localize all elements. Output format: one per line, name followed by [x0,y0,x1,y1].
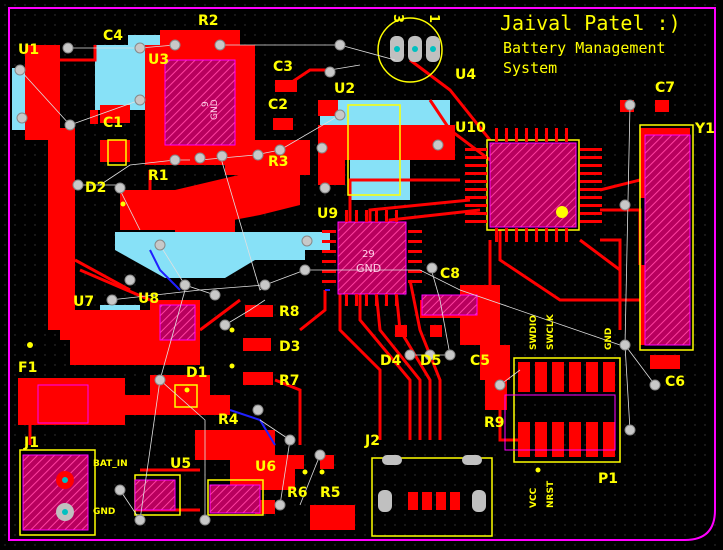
j1-pads [56,471,74,521]
label-U9: U9 [317,206,338,222]
vias [14,39,661,526]
label-U4: U4 [455,67,476,83]
label-R6: R6 [287,485,308,501]
label-Y1: Y1 [694,121,715,137]
u3-pin-mark: 9 [201,101,211,107]
label-R7: R7 [279,373,300,389]
label-U10: U10 [455,120,486,136]
u9-pin-mark: 29 [362,249,375,260]
label-U6: U6 [255,459,276,475]
nrst-label: NRST [546,480,556,508]
label-F1: F1 [18,360,37,376]
gnd-label-p1: GND [604,328,614,350]
label-R2: R2 [198,13,219,29]
u4-pads [390,36,440,62]
vcc-label: VCC [529,487,539,508]
board-subtitle-2: System [503,59,557,77]
swdio-label: SWDIO [529,315,539,350]
u9-pins [322,210,422,306]
gnd-label-j1: GND [93,507,115,517]
u3-gnd-mark: GND [210,99,220,120]
label-C4: C4 [103,28,123,44]
label-D5: D5 [420,353,441,369]
label-C8: C8 [440,266,460,282]
label-D1: D1 [186,365,207,381]
board-outline [8,7,716,541]
label-R5: R5 [320,485,341,501]
bat-in-label: BAT_IN [93,459,128,469]
label-C2: C2 [268,97,288,113]
label-C3: C3 [273,59,293,75]
label-R4: R4 [218,412,239,428]
label-R3: R3 [268,154,289,170]
pin-labels: 3 1 BAT_IN GND SWDIO SWCLK GND VCC NRST [93,14,614,517]
label-J2: J2 [364,433,380,449]
u10-pins [465,128,602,242]
silkscreen-outlines [19,17,694,537]
u4-pin1-label: 1 [426,14,441,23]
label-C5: C5 [470,353,490,369]
label-U5: U5 [170,456,191,472]
pin1-markers [27,201,568,475]
u9-gnd-mark: GND [356,262,381,275]
label-J1: J1 [23,435,39,451]
j2-pads [378,455,486,512]
label-U2: U2 [334,81,355,97]
label-U3: U3 [148,52,169,68]
label-C7: C7 [655,80,675,96]
label-U7: U7 [73,294,94,310]
swclk-label: SWCLK [546,313,556,350]
label-R9: R9 [484,415,505,431]
board-subtitle: Battery Management [503,39,666,57]
label-C1: C1 [103,115,123,131]
label-D3: D3 [279,339,300,355]
designator-labels: U1 C4 R2 U3 C3 C2 U2 U4 C7 Y1 C1 R1 R3 U… [18,13,715,501]
u4-pin3-label: 3 [390,14,405,23]
label-U1: U1 [18,42,39,58]
label-D4: D4 [380,353,402,369]
label-R1: R1 [148,168,169,184]
chip-marks: 9 GND 29 GND [201,99,381,275]
label-P1: P1 [598,471,618,487]
label-U8: U8 [138,291,159,307]
label-R8: R8 [279,304,300,320]
board-title: Jaival Patel :) [500,11,681,35]
label-D2: D2 [85,180,106,196]
label-C6: C6 [665,374,685,390]
u3-pins [150,70,250,121]
